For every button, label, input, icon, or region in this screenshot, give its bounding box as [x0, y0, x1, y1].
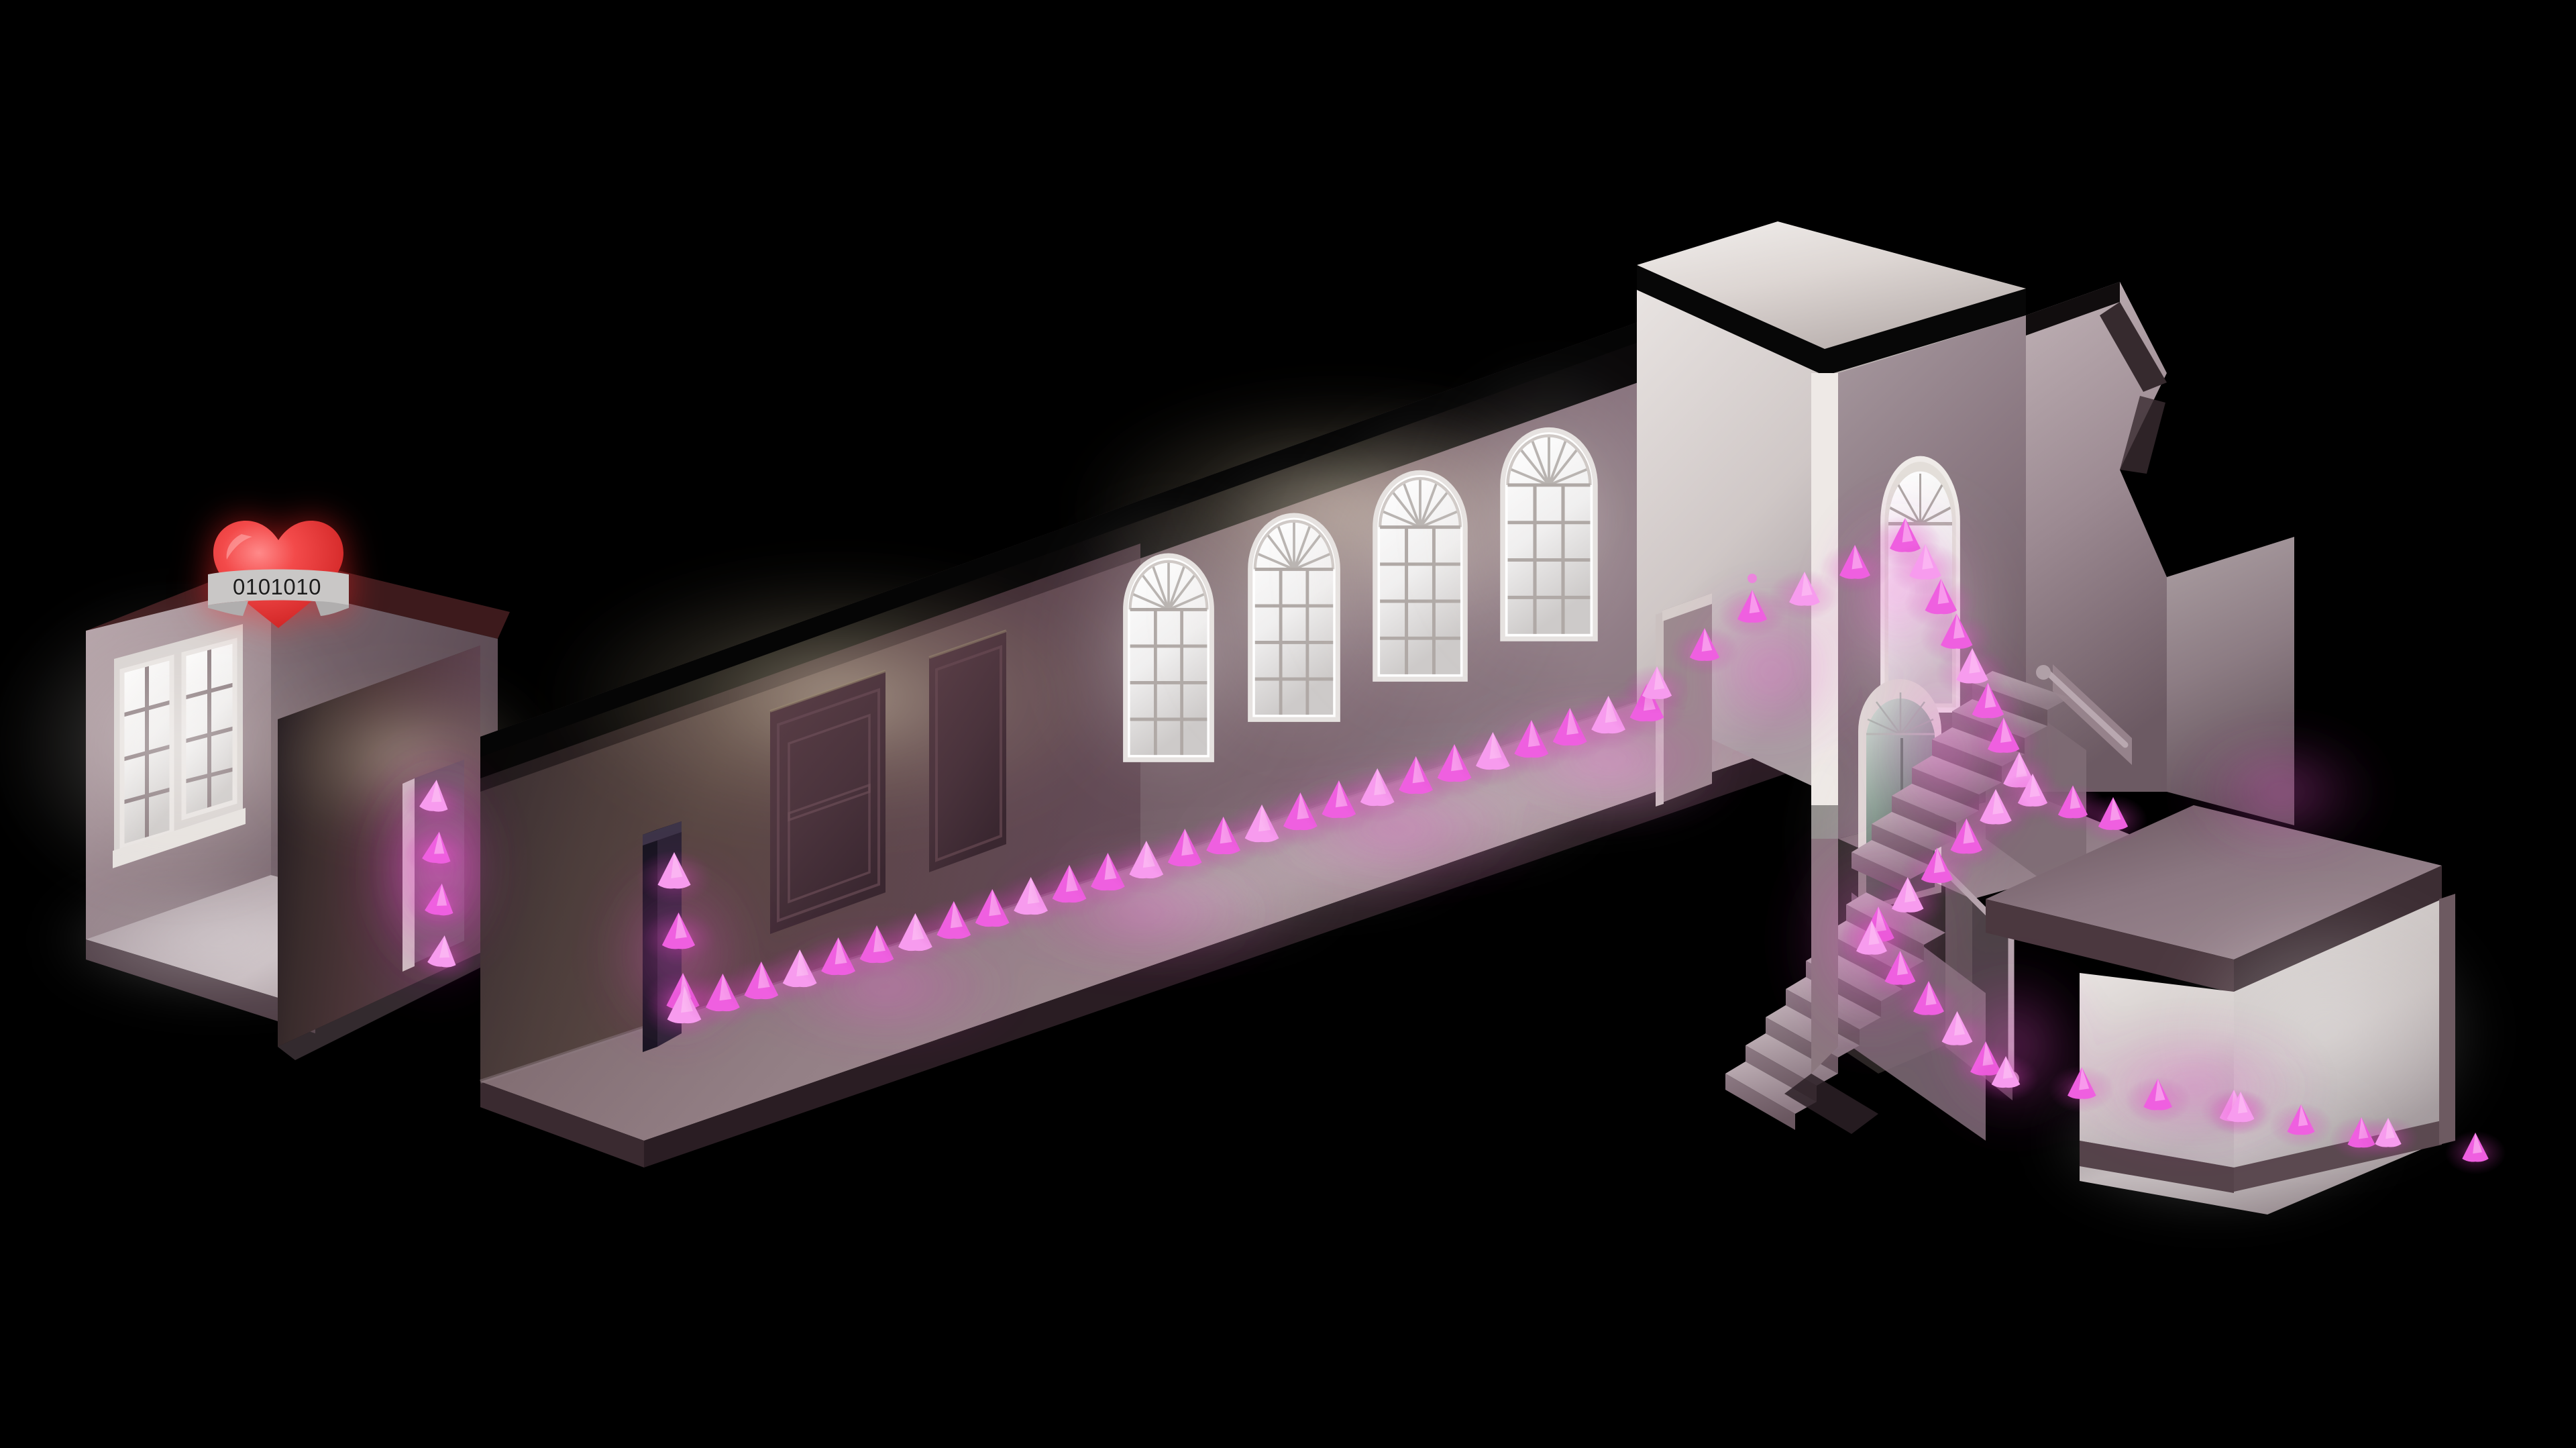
- corridor-windows-group: [1048, 361, 1678, 802]
- right-wing-wall-top-shadow: [2026, 282, 2120, 335]
- path-arrow: [1768, 570, 1841, 621]
- path-arrow: [2078, 795, 2148, 845]
- ceiling-shadow-left: [1637, 265, 1825, 376]
- path-arrow: [404, 829, 470, 878]
- stair-hall-base-shadow: [1784, 1074, 1878, 1134]
- path-arrow: [2125, 1076, 2192, 1124]
- junction-ceiling-top: [1637, 221, 2026, 349]
- corridor-floor-edge-left: [480, 1082, 644, 1168]
- path-arrow: [407, 881, 473, 929]
- banner-text: 0101010: [233, 574, 321, 599]
- left-wing-window-group: [0, 590, 361, 899]
- arrow-markers: [401, 516, 2506, 1175]
- navigation-arrow-trail: [382, 497, 2506, 1175]
- path-arrow: [409, 933, 476, 981]
- path-arrow: [1717, 588, 1787, 637]
- path-arrow: [2048, 1066, 2115, 1113]
- right-wing-landing-edge-left: [1986, 899, 2234, 993]
- trail-dot-small: [1748, 574, 1757, 583]
- heart-highlight: [226, 534, 252, 560]
- corridor-door-1[interactable]: [769, 670, 886, 934]
- path-arrow: [2269, 1102, 2333, 1148]
- window-light-glow: [0, 590, 361, 899]
- path-arrow: [1622, 664, 1692, 714]
- stair-rail-top: [2043, 668, 2129, 748]
- corridor-arched-window-4: [1424, 361, 1678, 683]
- corridor-door-2[interactable]: [928, 629, 1007, 872]
- banner-tail-right: [315, 601, 349, 616]
- right-wing-outer-edge: [2439, 894, 2455, 1145]
- path-arrow: [2445, 1131, 2506, 1175]
- newel-post-upper: [2036, 665, 2051, 680]
- right-wing-cut-wall: [2026, 282, 2167, 792]
- path-arrow: [1819, 543, 1891, 594]
- right-wing-wall-bevel-1: [2100, 302, 2167, 392]
- right-wing-wall-bevel-2: [2120, 396, 2165, 474]
- heart-icon: [208, 521, 349, 628]
- path-arrow: [636, 850, 712, 904]
- path-arrow: [1670, 626, 1739, 676]
- path-arrow: [640, 911, 717, 965]
- banner-tail-left: [208, 601, 248, 616]
- lower-room-base-trim-left: [2080, 1141, 2234, 1193]
- banner-shape: [208, 569, 349, 605]
- path-arrow: [401, 778, 468, 825]
- path-arrow: [2357, 1116, 2419, 1160]
- path-arrow: [2208, 1090, 2273, 1135]
- heart-objective-marker[interactable]: [201, 510, 356, 637]
- path-arrow: [1972, 1054, 2039, 1102]
- ceiling-shadow-right: [1825, 289, 2026, 376]
